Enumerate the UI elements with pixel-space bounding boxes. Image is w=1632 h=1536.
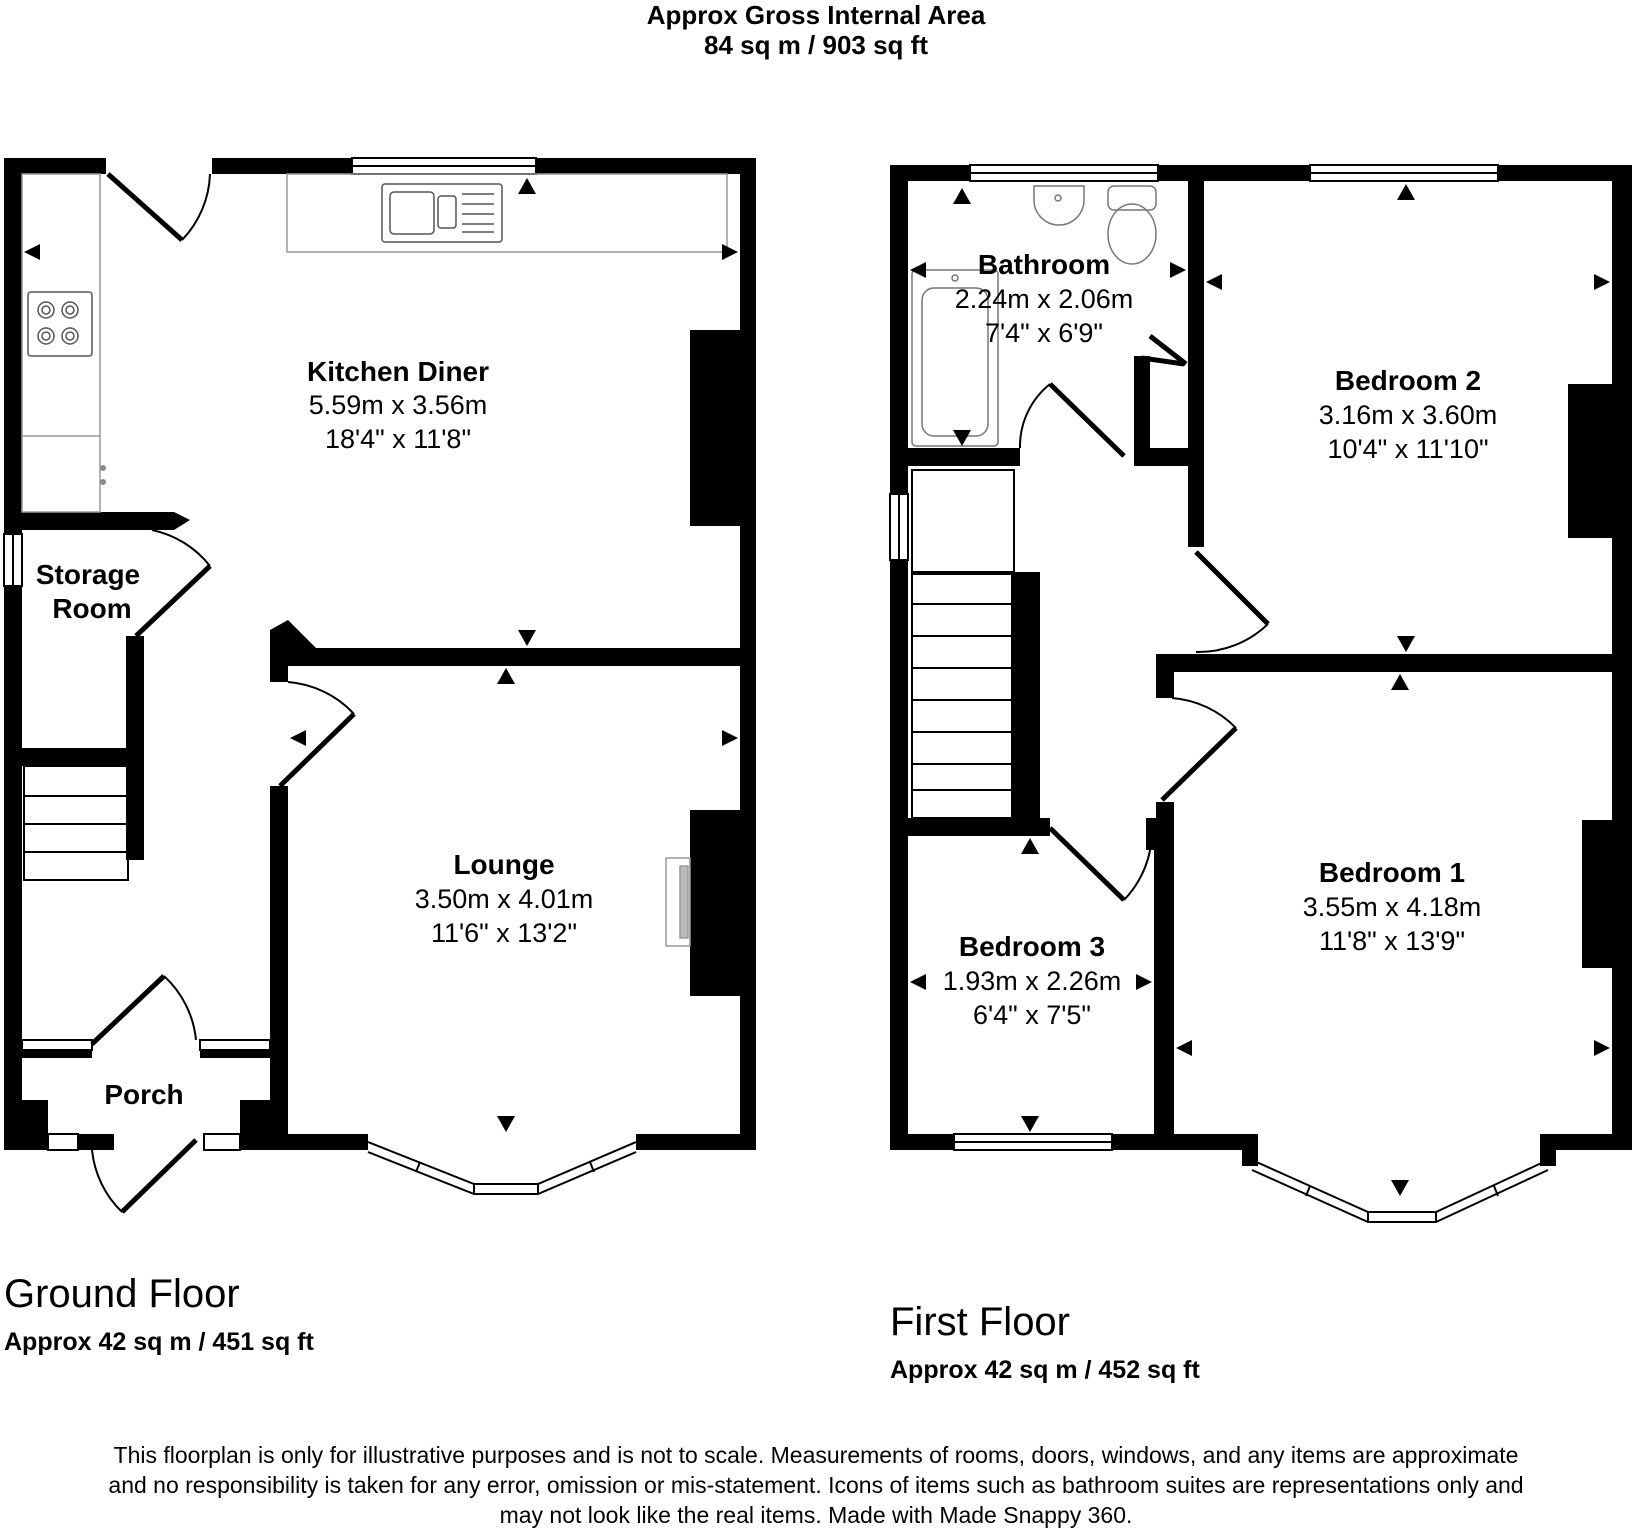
first-floor-title: First Floor: [890, 1300, 1070, 1344]
bathroom-metric: 2.24m x 2.06m: [955, 284, 1134, 314]
lounge-name: Lounge: [453, 849, 554, 880]
kitchen-name: Kitchen Diner: [307, 356, 489, 387]
bedroom3-metric: 1.93m x 2.26m: [943, 966, 1122, 996]
ground-floor-area: Approx 42 sq m / 451 sq ft: [4, 1328, 314, 1356]
disclaimer-line-1: This floorplan is only for illustrative …: [113, 1442, 1519, 1468]
first-floor-area: Approx 42 sq m / 452 sq ft: [890, 1356, 1200, 1384]
disclaimer: This floorplan is only for illustrative …: [40, 1440, 1592, 1530]
bedroom1-metric: 3.55m x 4.18m: [1303, 892, 1482, 922]
gross-area-title: Approx Gross Internal Area: [646, 0, 986, 30]
bathroom-imperial: 7'4" x 6'9": [985, 318, 1103, 348]
first-floor-plan: [889, 164, 1632, 1223]
ground-floor-title: Ground Floor: [4, 1272, 240, 1316]
disclaimer-line-3: may not look like the real items. Made w…: [499, 1502, 1133, 1528]
lounge-imperial: 11'6" x 13'2": [431, 918, 577, 948]
bedroom2-imperial: 10'4" x 11'10": [1327, 434, 1488, 464]
gross-area-value: 84 sq m / 903 sq ft: [704, 30, 928, 60]
kitchen-imperial: 18'4" x 11'8": [325, 424, 471, 454]
kitchen-metric: 5.59m x 3.56m: [309, 390, 488, 420]
bathroom-name: Bathroom: [978, 249, 1110, 280]
bedroom1-imperial: 11'8" x 13'9": [1319, 926, 1465, 956]
storage-name-line1: Storage: [36, 559, 140, 590]
disclaimer-line-2: and no responsibility is taken for any e…: [108, 1472, 1524, 1498]
bedroom2-metric: 3.16m x 3.60m: [1319, 400, 1498, 430]
ground-floor-plan: [3, 157, 756, 1214]
bedroom2-name: Bedroom 2: [1335, 365, 1481, 396]
bedroom1-name: Bedroom 1: [1319, 857, 1465, 888]
bedroom3-imperial: 6'4" x 7'5": [973, 1000, 1091, 1030]
bedroom3-name: Bedroom 3: [959, 931, 1105, 962]
lounge-metric: 3.50m x 4.01m: [415, 884, 594, 914]
porch-name: Porch: [104, 1079, 183, 1110]
storage-name-line2: Room: [52, 593, 131, 624]
